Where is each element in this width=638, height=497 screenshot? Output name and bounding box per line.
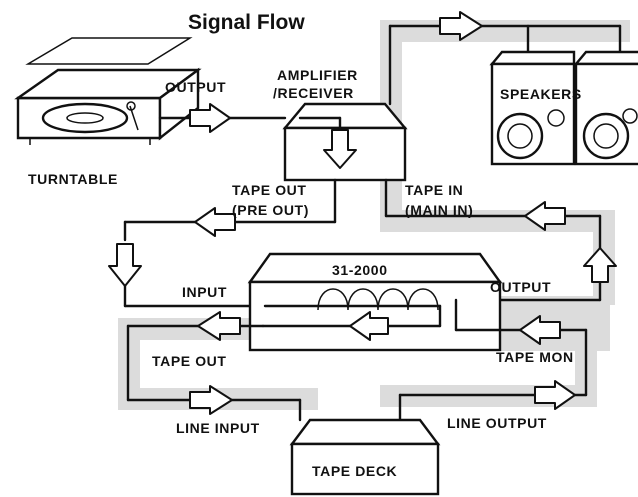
tape-mon-arrow bbox=[519, 315, 561, 345]
tape-out-label: TAPE OUT bbox=[152, 353, 227, 369]
tape-out-pre-line1: TAPE OUT bbox=[232, 182, 307, 198]
speaker-feed-arrow bbox=[439, 11, 483, 41]
processor-unit bbox=[247, 252, 503, 352]
tape-deck bbox=[289, 418, 441, 496]
amplifier-label-line2: /RECEIVER bbox=[273, 85, 354, 101]
diagram-title: Signal Flow bbox=[188, 11, 305, 34]
processor-input-arrow bbox=[108, 243, 142, 287]
speakers bbox=[489, 50, 638, 166]
line-input-arrow bbox=[189, 385, 233, 415]
processor-label: 31-2000 bbox=[332, 262, 388, 278]
processor-output-label: OUTPUT bbox=[490, 279, 551, 295]
amplifier-input-arrow bbox=[323, 129, 357, 169]
tape-in-main-line2: (MAIN IN) bbox=[405, 202, 473, 218]
turntable-output-arrow bbox=[189, 103, 231, 133]
tape-deck-label: TAPE DECK bbox=[312, 463, 397, 479]
processor-input-label: INPUT bbox=[182, 284, 227, 300]
turntable-output-label: OUTPUT bbox=[165, 79, 226, 95]
turntable-label: TURNTABLE bbox=[28, 171, 118, 187]
processor-internal-arrow bbox=[349, 311, 389, 341]
speakers-label: SPEAKERS bbox=[500, 86, 582, 102]
turntable bbox=[14, 37, 202, 145]
line-output-label: LINE OUTPUT bbox=[447, 415, 547, 431]
line-input-label: LINE INPUT bbox=[176, 420, 260, 436]
tape-in-main-line1: TAPE IN bbox=[405, 182, 463, 198]
line-output-arrow bbox=[534, 380, 576, 410]
amplifier-label-line1: AMPLIFIER bbox=[277, 67, 358, 83]
processor-output-arrow bbox=[583, 247, 617, 283]
main-in-arrow bbox=[524, 201, 566, 231]
tape-mon-label: TAPE MON bbox=[496, 349, 574, 365]
tape-out-pre-line2: (PRE OUT) bbox=[232, 202, 309, 218]
tape-out-arrow bbox=[197, 311, 241, 341]
pre-out-arrow bbox=[194, 207, 236, 237]
